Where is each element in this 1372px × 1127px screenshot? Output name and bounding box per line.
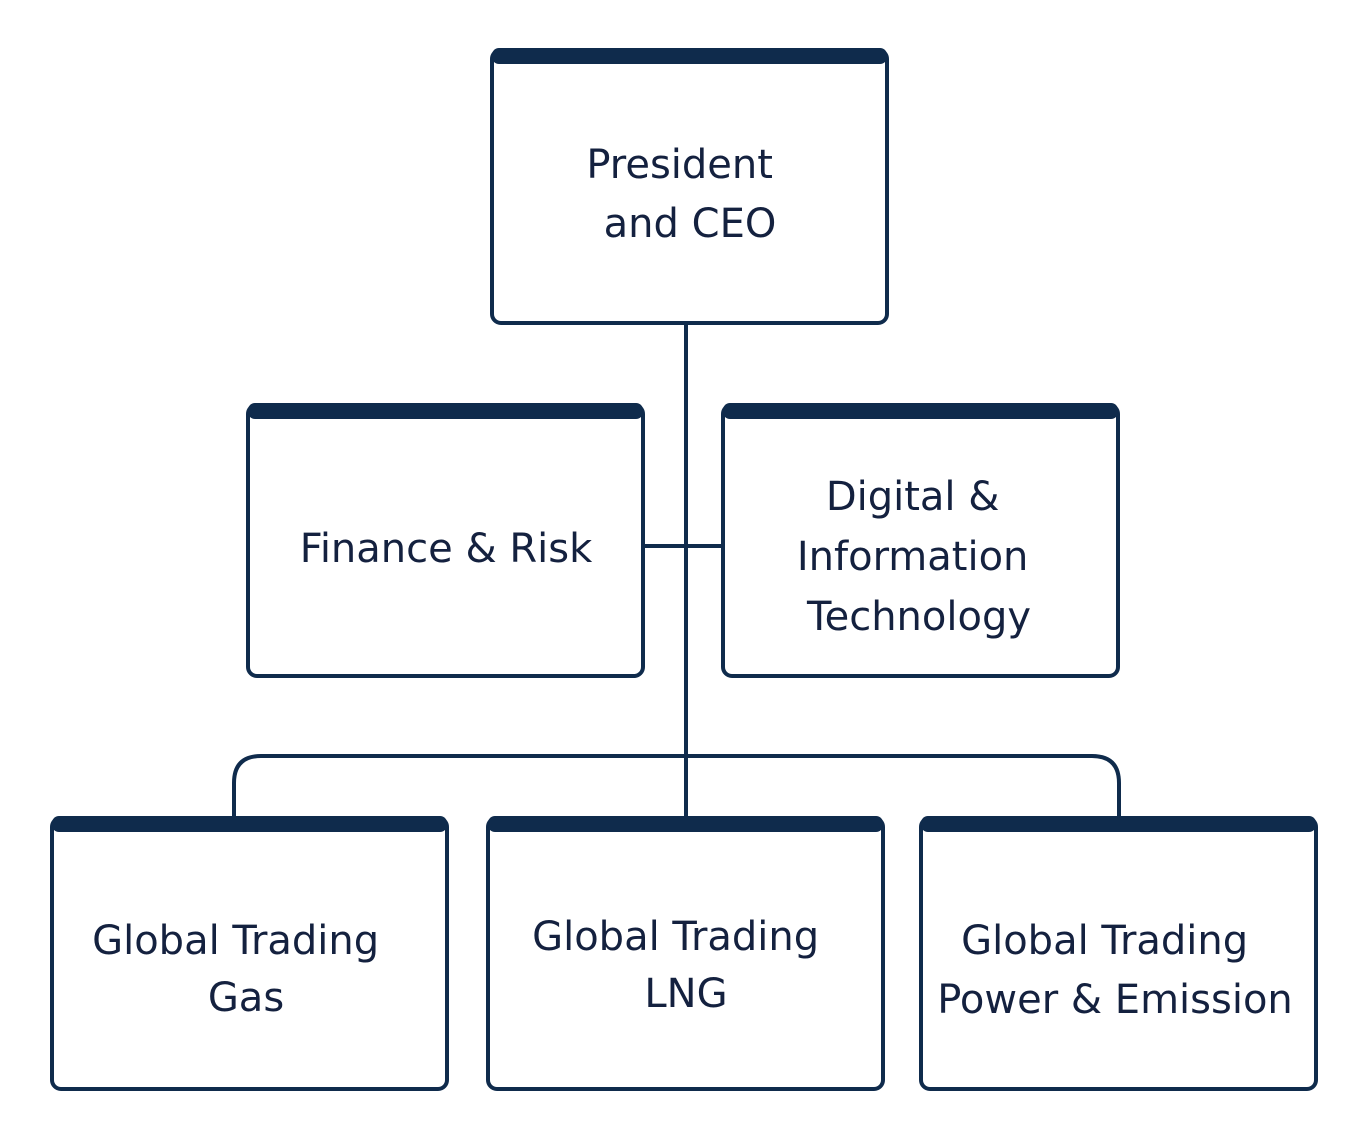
node-finance-line-1: Finance & Risk	[300, 526, 593, 572]
node-lng-line-1: Global Trading	[532, 914, 819, 960]
node-digital-line-2: Information	[797, 534, 1029, 580]
node-gas-line-2: Gas	[208, 975, 284, 1021]
node-president-line-2: and CEO	[604, 201, 777, 247]
node-president-label: President and CEO	[586, 142, 785, 247]
node-lng: Global Trading LNG	[486, 816, 885, 1091]
node-digital-header-bar	[723, 403, 1118, 419]
node-gas-label: Global Trading Gas	[92, 918, 392, 1021]
node-finance-label: Finance & Risk	[300, 526, 593, 572]
node-lng-header-bar	[488, 816, 883, 832]
node-president-line-1: President	[586, 142, 773, 188]
node-gas-header-bar	[52, 816, 447, 832]
node-digital-line-3: Technology	[806, 594, 1031, 640]
node-lng-line-2: LNG	[644, 971, 727, 1017]
connectors	[232, 323, 1121, 816]
node-finance-header-bar	[248, 403, 643, 419]
node-power-line-1: Global Trading	[961, 918, 1248, 964]
node-power: Global Trading Power & Emission	[919, 816, 1318, 1091]
node-digital-line-1: Digital &	[826, 474, 1000, 520]
node-power-line-2: Power & Emission	[937, 977, 1293, 1023]
node-president: President and CEO	[490, 48, 889, 325]
node-lng-label: Global Trading LNG	[532, 914, 832, 1017]
node-gas-line-1: Global Trading	[92, 918, 379, 964]
node-finance: Finance & Risk	[246, 403, 645, 678]
node-president-header-bar	[492, 48, 887, 64]
node-digital: Digital & Information Technology	[721, 403, 1120, 678]
connector-trading-bracket	[232, 754, 1121, 816]
node-gas: Global Trading Gas	[50, 816, 449, 1091]
node-digital-label: Digital & Information Technology	[797, 474, 1041, 640]
node-power-label: Global Trading Power & Emission	[937, 918, 1293, 1023]
node-power-header-bar	[921, 816, 1316, 832]
